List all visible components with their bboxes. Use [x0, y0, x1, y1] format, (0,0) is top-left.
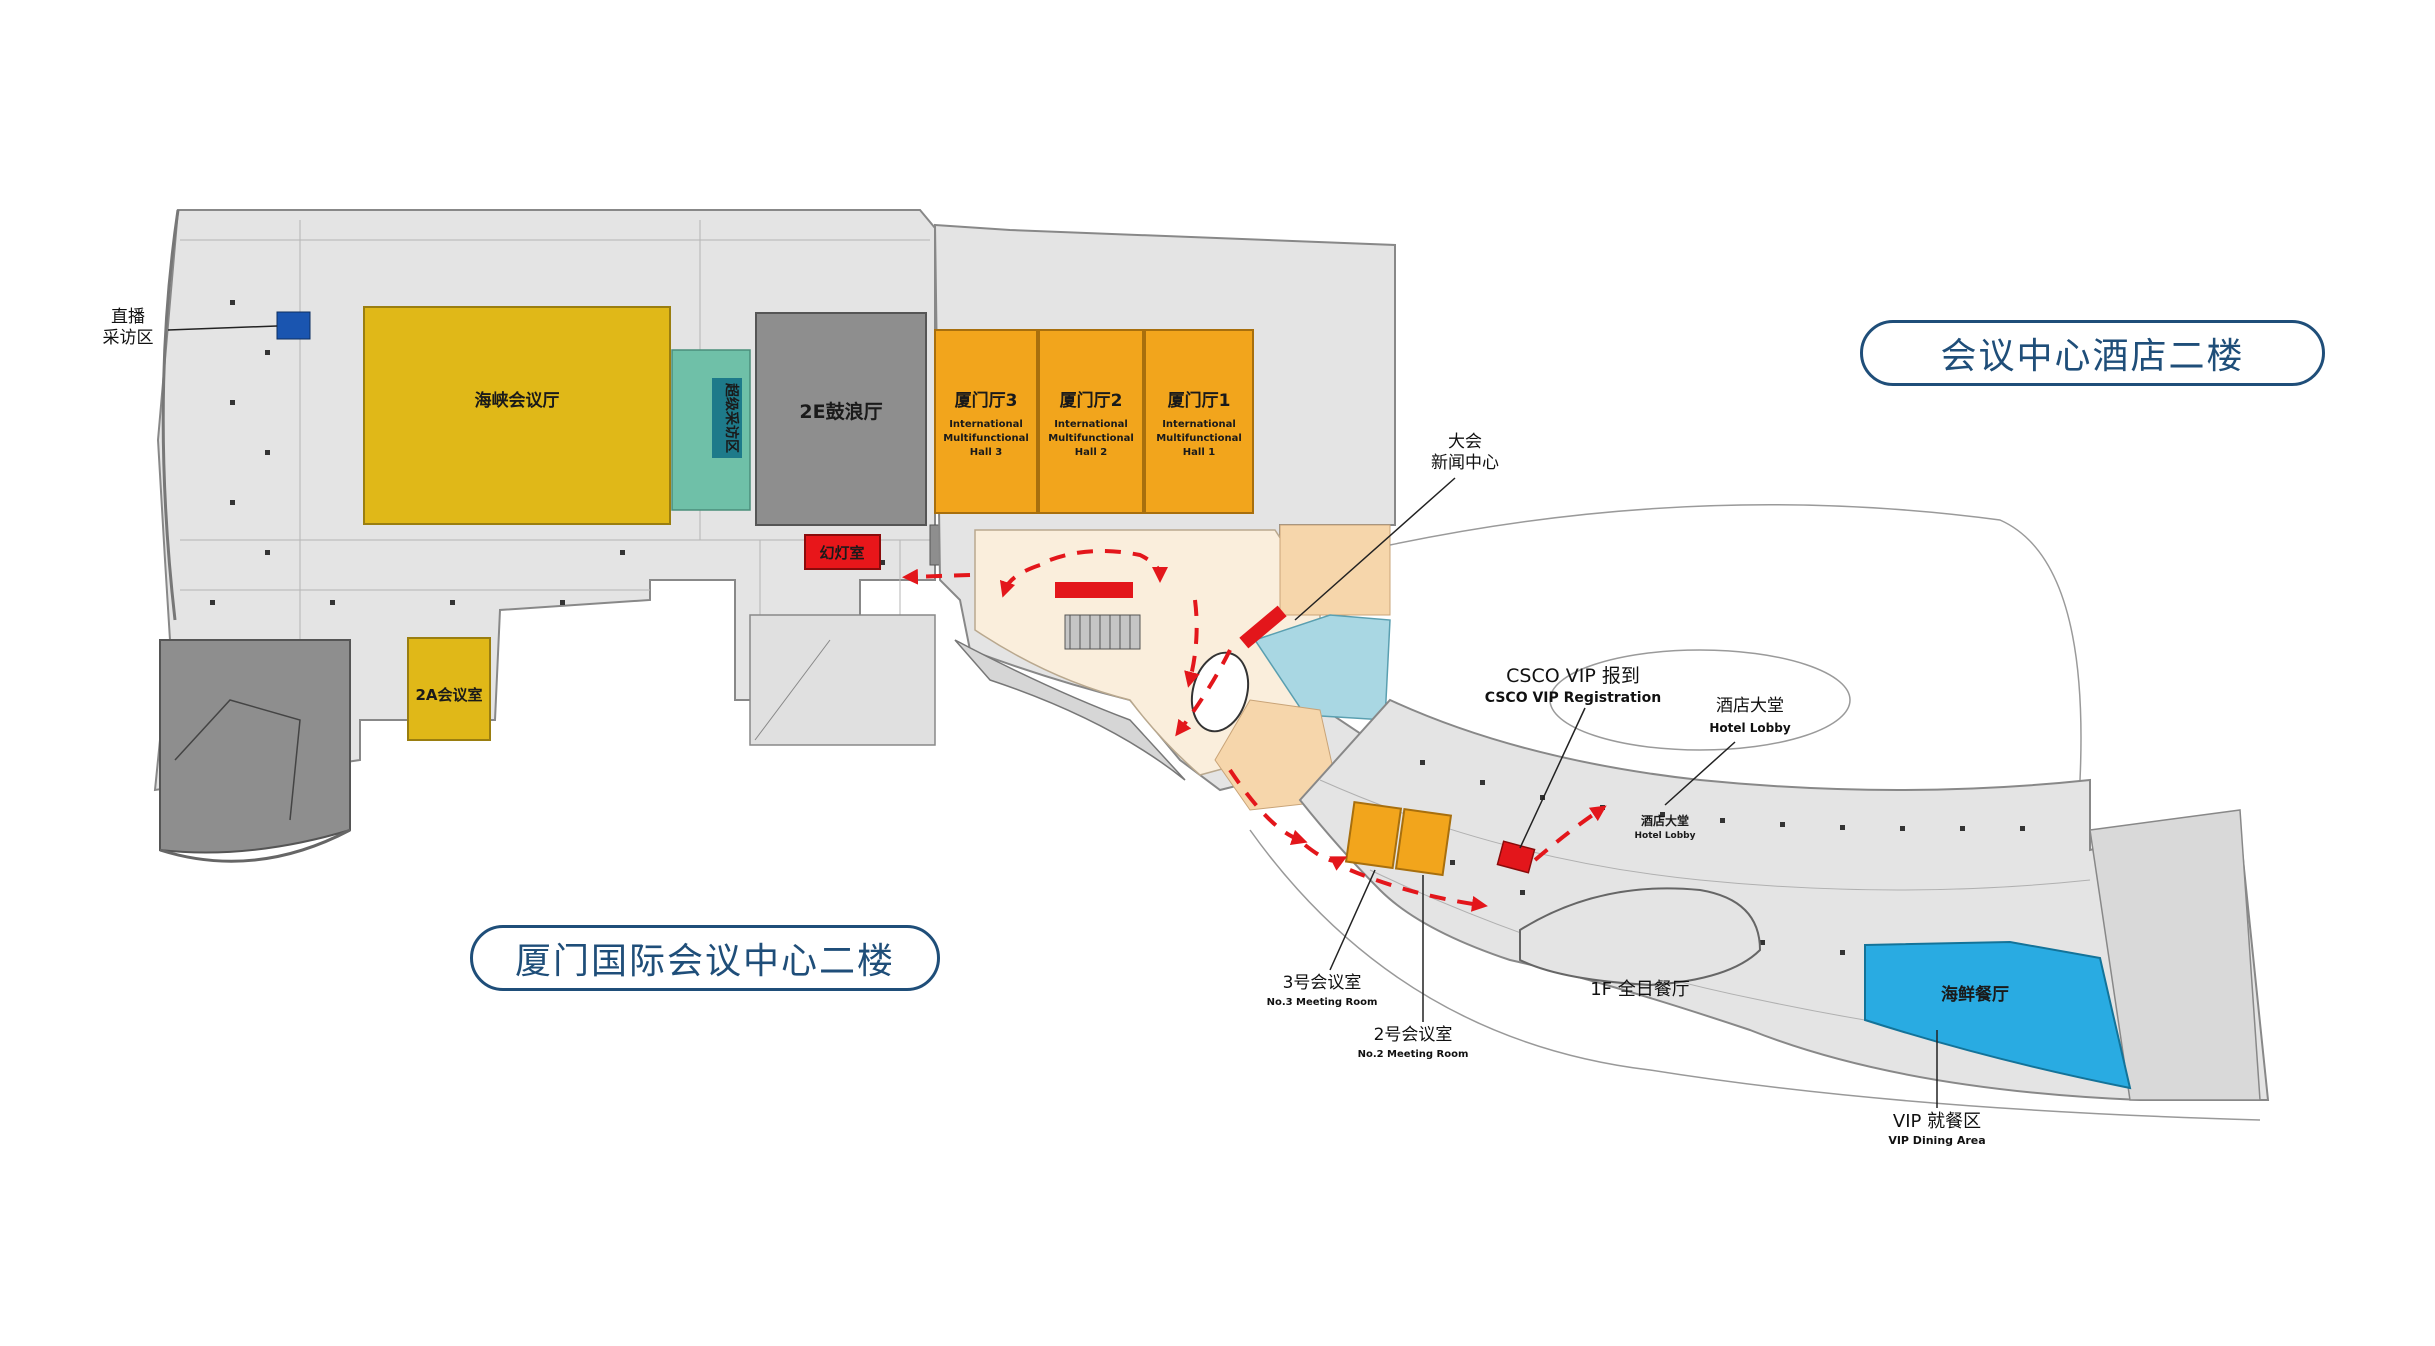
seafood-restaurant[interactable] — [1864, 940, 2132, 1090]
xiamen-hall-2[interactable] — [1038, 329, 1144, 514]
press-callout-line2: 新闻中心 — [1431, 453, 1499, 473]
hall1-cn: 厦门厅1 — [1168, 390, 1231, 411]
meeting-room-2[interactable] — [1394, 807, 1453, 877]
csco-vip-registration-box[interactable] — [1496, 840, 1536, 874]
hall1-sub2: Multifunctional — [1156, 433, 1242, 444]
xiamen-hall-3[interactable] — [934, 329, 1038, 514]
haixia-hall[interactable] — [363, 306, 671, 525]
gulang-hall-label: 2E鼓浪厅 — [799, 400, 882, 423]
press-callout-line1: 大会 — [1448, 432, 1482, 452]
slide-room-label: 幻灯室 — [819, 544, 864, 562]
hotel-lobby-inner-cn: 酒店大堂 — [1641, 813, 1689, 828]
room-2a-label: 2A会议室 — [415, 686, 482, 704]
broadcast-callout-line2: 采访区 — [103, 328, 154, 348]
hall2-en: Hall 2 — [1075, 447, 1107, 458]
hotel-lobby-inner-en: Hotel Lobby — [1634, 831, 1695, 841]
lobby-callout-cn: 酒店大堂 — [1716, 696, 1784, 716]
broadcast-callout-line1: 直播 — [111, 307, 145, 327]
hall3-cn: 厦门厅3 — [955, 390, 1018, 411]
hall1-sub1: International — [1162, 419, 1236, 430]
hall2-sub2: Multifunctional — [1048, 433, 1134, 444]
vip-callout-cn: VIP 就餐区 — [1893, 1111, 1981, 1132]
hotel-floor-title: 会议中心酒店二楼 — [1860, 320, 2325, 386]
meeting3-callout-en: No.3 Meeting Room — [1267, 997, 1378, 1008]
xiamen-hall-1[interactable] — [1144, 329, 1254, 514]
lobby-callout-en: Hotel Lobby — [1709, 721, 1791, 735]
room-2a[interactable] — [407, 637, 491, 741]
hall2-sub1: International — [1054, 419, 1128, 430]
csco-callout-en: CSCO VIP Registration — [1485, 690, 1661, 706]
meeting2-callout-en: No.2 Meeting Room — [1358, 1049, 1469, 1060]
broadcast-interview-box[interactable] — [276, 311, 311, 340]
seafood-label: 海鲜餐厅 — [1941, 984, 2009, 1005]
hall3-en: Hall 3 — [970, 447, 1002, 458]
hall3-sub1: International — [949, 419, 1023, 430]
csco-callout-cn: CSCO VIP 报到 — [1506, 665, 1640, 687]
center-floor-title: 厦门国际会议中心二楼 — [470, 925, 940, 991]
vip-callout-en: VIP Dining Area — [1888, 1134, 1985, 1147]
meeting-room-3[interactable] — [1344, 800, 1403, 870]
connector-zone — [933, 223, 1402, 811]
meeting2-callout-cn: 2号会议室 — [1374, 1025, 1453, 1045]
hall1-en: Hall 1 — [1183, 447, 1215, 458]
slide-room[interactable] — [804, 534, 881, 570]
hall2-cn: 厦门厅2 — [1060, 390, 1123, 411]
super-interview-label: 超级采访区 — [723, 382, 740, 453]
gulang-hall[interactable] — [755, 312, 927, 526]
haixia-hall-label: 海峡会议厅 — [475, 390, 560, 411]
meeting3-callout-cn: 3号会议室 — [1283, 973, 1362, 993]
route-arrows — [902, 549, 1607, 912]
hall3-sub2: Multifunctional — [943, 433, 1029, 444]
all-day-dining-label: 1F 全日餐厅 — [1590, 979, 1690, 1000]
all-day-dining[interactable] — [1519, 887, 1762, 987]
